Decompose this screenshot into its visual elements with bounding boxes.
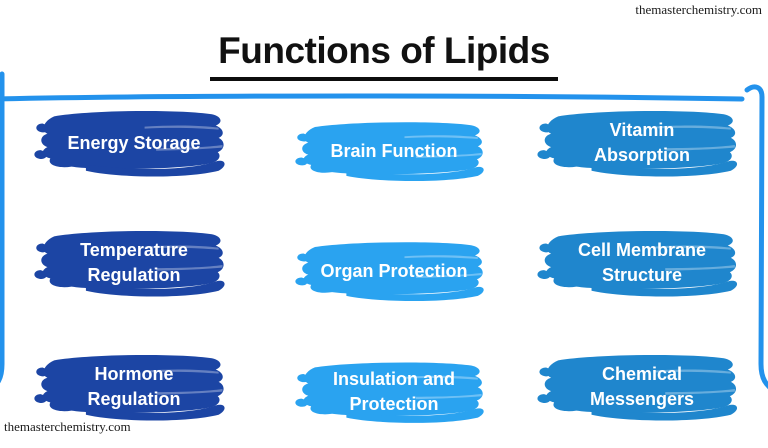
function-card-cell-membrane-structure: Cell Membrane Structure [536,224,748,302]
function-label: Brain Function [294,116,494,186]
function-label-line: Protection [349,394,439,414]
function-label-line: Hormone [94,364,174,384]
function-label: Hormone Regulation [33,348,235,426]
border-left-line [0,71,5,384]
function-label-line: Organ Protection [320,260,468,281]
function-card-brain-function: Brain Function [294,116,494,186]
function-label-line: Regulation [87,265,181,285]
function-card-insulation-and-protection: Insulation and Protection [294,356,494,428]
border-top-line [0,93,745,102]
page-title: Functions of Lipids [210,30,558,81]
function-label: Energy Storage [33,104,235,182]
page-header: Functions of Lipids [0,30,768,81]
watermark-top-right: themasterchemistry.com [635,2,762,17]
function-card-chemical-messengers: Chemical Messengers [536,348,748,426]
function-card-temperature-regulation: Temperature Regulation [33,224,235,302]
function-label-line: Cell Membrane [577,240,707,260]
function-label-line: Absorption [594,145,690,165]
function-label-line: Brain Function [330,140,458,161]
function-label-line: Vitamin [609,120,675,140]
function-label-line: Temperature [80,240,188,260]
function-label-line: Chemical [601,364,683,384]
function-label: Temperature Regulation [33,224,235,302]
function-card-hormone-regulation: Hormone Regulation [33,348,235,426]
function-card-organ-protection: Organ Protection [294,236,494,306]
function-label-line: Structure [601,265,682,285]
watermark-bottom-left: themasterchemistry.com [4,419,131,434]
function-label: Vitamin Absorption [536,104,748,182]
function-label-line: Regulation [87,389,181,409]
function-card-vitamin-absorption: Vitamin Absorption [536,104,748,182]
border-right-line [744,84,768,390]
function-label-line: Energy Storage [67,132,201,153]
function-label: Insulation and Protection [294,356,494,428]
function-card-energy-storage: Energy Storage [33,104,235,182]
function-label: Cell Membrane Structure [536,224,748,302]
function-label: Organ Protection [294,236,494,306]
function-label: Chemical Messengers [536,348,748,426]
function-label-line: Messengers [589,389,695,409]
function-label-line: Insulation and [332,369,455,389]
